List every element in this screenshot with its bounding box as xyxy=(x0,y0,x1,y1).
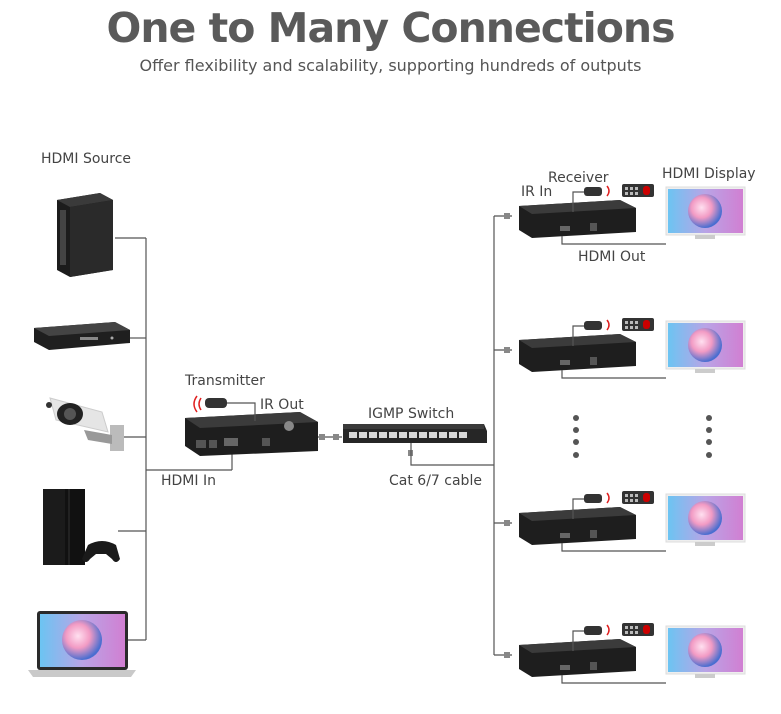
laptop-icon xyxy=(28,611,136,677)
more-receivers-dots xyxy=(573,415,712,458)
label-ir-out: IR Out xyxy=(260,397,304,413)
source-lines xyxy=(115,237,233,641)
receiver-trunk xyxy=(410,215,512,656)
label-hdmi-display: HDMI Display xyxy=(662,166,756,182)
game-console-icon xyxy=(43,489,120,565)
igmp-switch-device xyxy=(343,424,487,456)
receiver-row-2 xyxy=(519,318,746,379)
label-receiver: Receiver xyxy=(548,170,609,186)
pc-tower-icon xyxy=(57,193,113,277)
label-hdmi-out: HDMI Out xyxy=(578,249,646,265)
page-subtitle: Offer flexibility and scalability, suppo… xyxy=(139,56,642,75)
transmitter-device xyxy=(185,412,318,456)
label-igmp-switch: IGMP Switch xyxy=(368,406,455,422)
receiver-connectors xyxy=(504,213,510,658)
label-ir-in: IR In xyxy=(521,184,553,200)
label-cat-cable: Cat 6/7 cable xyxy=(389,473,482,489)
label-transmitter: Transmitter xyxy=(185,373,265,389)
dvd-player-icon xyxy=(34,322,130,350)
label-hdmi-in: HDMI In xyxy=(161,473,216,489)
receiver-row-4 xyxy=(519,623,746,684)
receiver-row-1 xyxy=(519,184,746,245)
receiver-row-3 xyxy=(519,491,746,552)
page-title: One to Many Connections xyxy=(106,4,676,52)
label-hdmi-source: HDMI Source xyxy=(41,151,132,167)
security-camera-icon xyxy=(46,397,124,451)
rj45-connector-icon xyxy=(319,434,339,440)
ir-emitter-icon xyxy=(193,395,256,421)
